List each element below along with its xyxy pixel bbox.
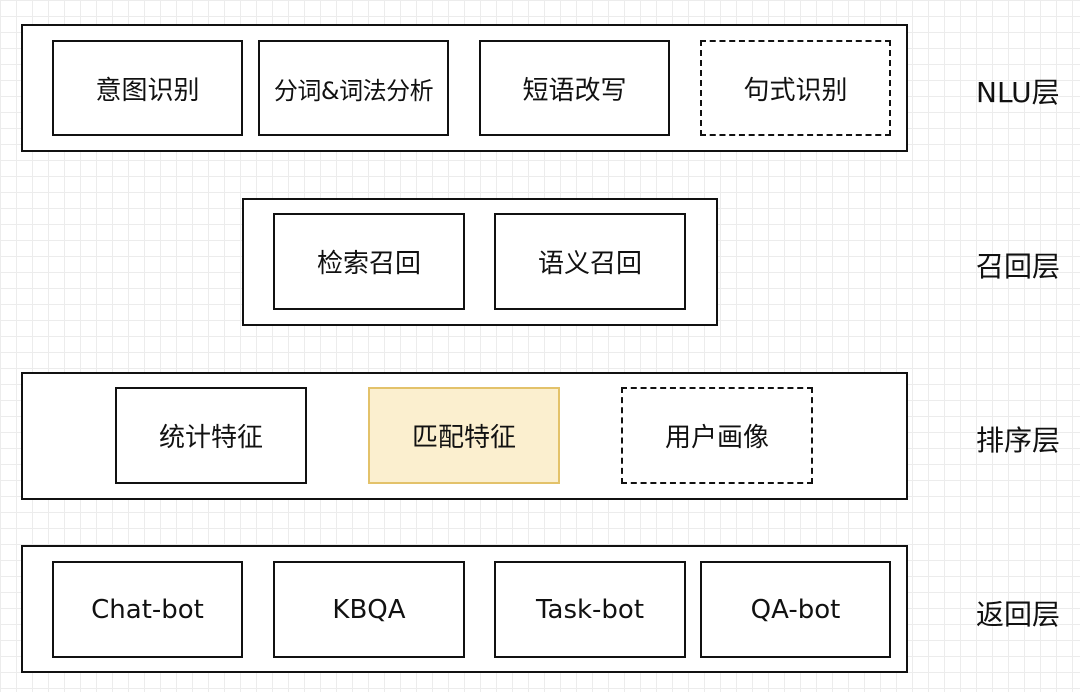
ranking-box-statistical-features: 统计特征 [115,387,307,484]
return-box-task-bot: Task-bot [494,561,686,658]
ranking-box-matching-features: 匹配特征 [368,387,560,484]
return-box-kbqa: KBQA [273,561,465,658]
return-layer-label: 返回层 [976,598,1061,631]
nlu-box-phrase-rewrite: 短语改写 [479,40,670,136]
return-box-qa-bot: QA-bot [700,561,891,658]
nlu-box-sentence-pattern-recognition: 句式识别 [700,40,891,136]
nlu-layer-label: NLU层 [976,76,1060,109]
recall-box-semantic-recall: 语义召回 [494,213,686,310]
recall-box-retrieval-recall: 检索召回 [273,213,465,310]
ranking-box-user-profile: 用户画像 [621,387,813,484]
return-box-chat-bot: Chat-bot [52,561,243,658]
nlu-box-intent-recognition: 意图识别 [52,40,243,136]
recall-layer-label: 召回层 [976,250,1061,283]
nlu-box-segmentation-lexical-analysis: 分词&词法分析 [258,40,449,136]
ranking-layer-label: 排序层 [976,424,1061,457]
